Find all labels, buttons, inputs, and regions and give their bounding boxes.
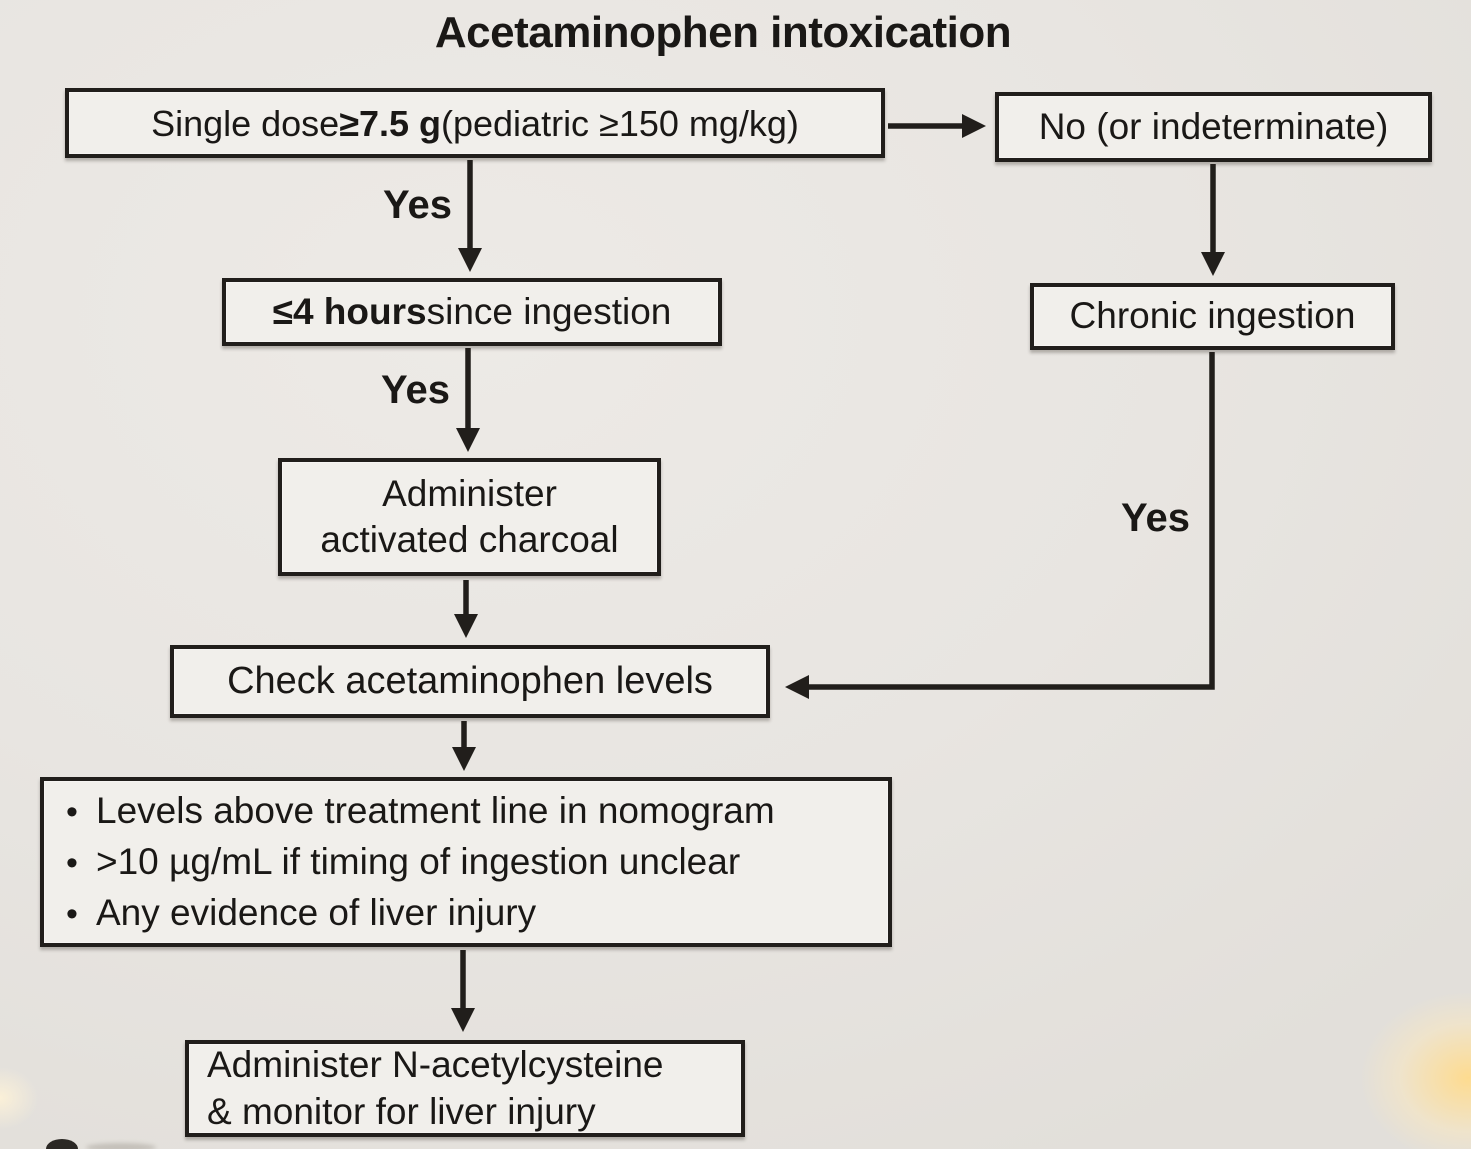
bullet-icon: • bbox=[66, 792, 78, 831]
page-title: Acetaminophen intoxication bbox=[434, 8, 1012, 57]
node-administer-nac: Administer N-acetylcysteine & monitor fo… bbox=[185, 1040, 745, 1137]
criteria-item-timing: • >10 µg/mL if timing of ingestion uncle… bbox=[66, 837, 740, 888]
edge-label-yes-chronic: Yes bbox=[1121, 496, 1190, 540]
criteria-item-liver-injury: • Any evidence of liver injury bbox=[66, 888, 536, 939]
single-dose-text-prefix: Single dose bbox=[151, 102, 340, 144]
four-hours-text-bold: ≤4 hours bbox=[272, 290, 427, 332]
criteria-text-timing: >10 µg/mL if timing of ingestion unclear bbox=[96, 840, 741, 882]
charcoal-line2: activated charcoal bbox=[320, 519, 619, 560]
node-chronic-ingestion: Chronic ingestion bbox=[1030, 283, 1395, 350]
chronic-ingestion-text: Chronic ingestion bbox=[1069, 295, 1356, 337]
four-hours-text-suffix: since ingestion bbox=[426, 290, 672, 332]
no-indeterminate-text: No (or indeterminate) bbox=[1038, 105, 1389, 147]
check-levels-text: Check acetaminophen levels bbox=[227, 659, 713, 702]
nac-line2: & monitor for liver injury bbox=[207, 1090, 596, 1132]
node-administer-charcoal: Administer activated charcoal bbox=[278, 458, 661, 576]
bullet-icon: • bbox=[66, 843, 78, 882]
node-single-dose: Single dose ≥7.5 g (pediatric ≥150 mg/kg… bbox=[65, 88, 885, 158]
criteria-item-nomogram: • Levels above treatment line in nomogra… bbox=[66, 786, 775, 837]
single-dose-text-threshold: ≥7.5 g bbox=[339, 102, 441, 144]
charcoal-line1: Administer bbox=[382, 472, 557, 514]
edge-label-yes-single-dose: Yes bbox=[383, 183, 452, 227]
cutoff-text-smudge bbox=[86, 1143, 156, 1149]
node-treatment-criteria: • Levels above treatment line in nomogra… bbox=[40, 777, 892, 947]
node-4-hours-since-ingestion: ≤4 hours since ingestion bbox=[222, 278, 722, 346]
criteria-text-nomogram: Levels above treatment line in nomogram bbox=[96, 789, 775, 831]
nac-line1: Administer N-acetylcysteine bbox=[207, 1044, 664, 1086]
single-dose-text-pediatric: (pediatric ≥150 mg/kg) bbox=[441, 102, 799, 144]
cutoff-bullet-artifact bbox=[46, 1139, 78, 1149]
arrow-chronic-to-check bbox=[785, 352, 1215, 700]
node-check-acetaminophen-levels: Check acetaminophen levels bbox=[170, 645, 770, 718]
criteria-text-liver-injury: Any evidence of liver injury bbox=[96, 891, 537, 933]
node-no-or-indeterminate: No (or indeterminate) bbox=[995, 92, 1432, 162]
bullet-icon: • bbox=[66, 894, 78, 933]
edge-label-yes-4-hours: Yes bbox=[381, 368, 450, 412]
